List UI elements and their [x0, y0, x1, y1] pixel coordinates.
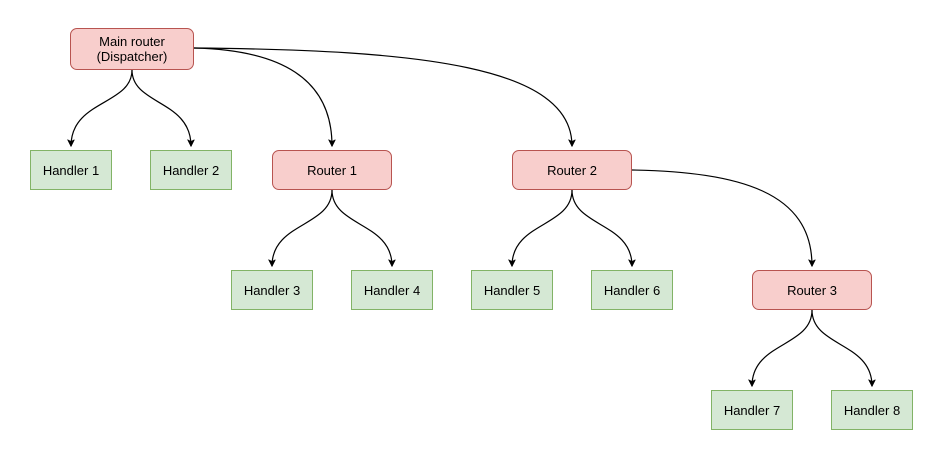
- edge-router-2-to-handler-5: [512, 189, 573, 266]
- edge-router-1-to-handler-4: [331, 189, 392, 266]
- node-handler-1[interactable]: Handler 1: [30, 150, 112, 190]
- node-router-2[interactable]: Router 2: [512, 150, 632, 190]
- node-handler-3[interactable]: Handler 3: [231, 270, 313, 310]
- edge-main-router-to-handler-1: [71, 69, 133, 146]
- node-handler-2[interactable]: Handler 2: [150, 150, 232, 190]
- node-router-1[interactable]: Router 1: [272, 150, 392, 190]
- edge-router-3-to-handler-7: [752, 309, 813, 386]
- node-handler-4[interactable]: Handler 4: [351, 270, 433, 310]
- edge-router-2-to-router-3: [631, 169, 812, 266]
- edge-main-router-to-router-2: [193, 47, 572, 146]
- edges-group: [71, 47, 872, 386]
- edge-main-router-to-handler-2: [131, 69, 191, 146]
- node-handler-5[interactable]: Handler 5: [471, 270, 553, 310]
- edge-main-router-to-router-1: [193, 47, 332, 146]
- edge-router-2-to-handler-6: [571, 189, 632, 266]
- edge-router-1-to-handler-3: [272, 189, 333, 266]
- node-handler-6[interactable]: Handler 6: [591, 270, 673, 310]
- node-handler-8[interactable]: Handler 8: [831, 390, 913, 430]
- edge-router-3-to-handler-8: [811, 309, 872, 386]
- node-handler-7[interactable]: Handler 7: [711, 390, 793, 430]
- node-main-router[interactable]: Main router (Dispatcher): [70, 28, 194, 70]
- node-router-3[interactable]: Router 3: [752, 270, 872, 310]
